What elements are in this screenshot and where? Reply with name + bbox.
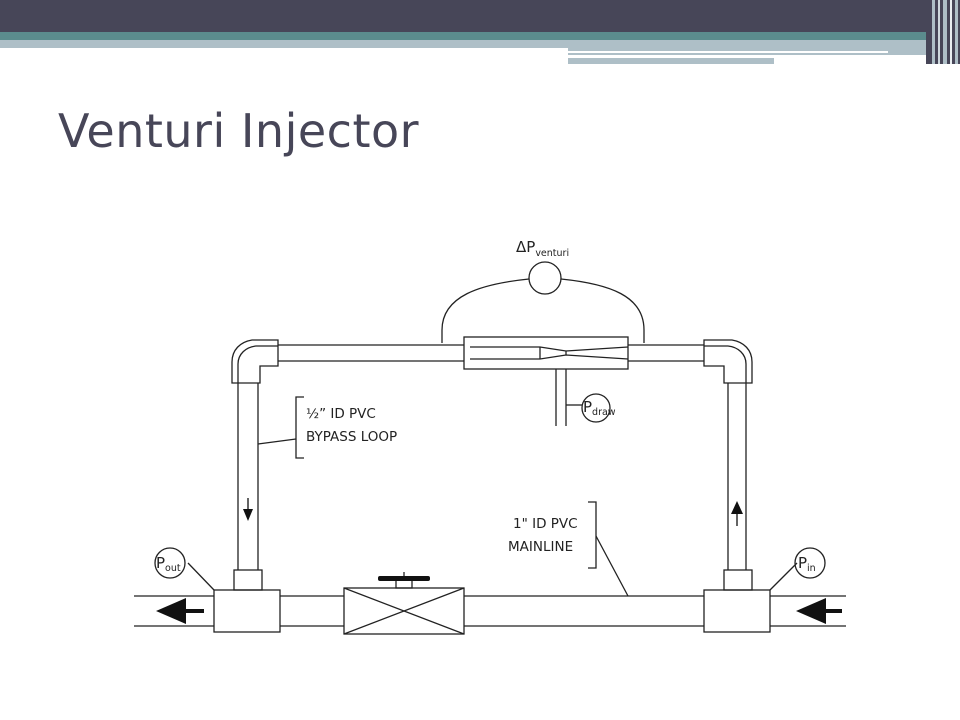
- bypass-label-line1: ½” ID PVC: [306, 406, 376, 422]
- p-out-gauge: [154, 547, 186, 579]
- left-tee: [213, 569, 281, 633]
- venturi-body: [463, 336, 629, 370]
- flow-arrow-out-shaft: [186, 609, 204, 613]
- mainline-label-line2: MAINLINE: [508, 539, 573, 555]
- header-accent-stripe: [0, 32, 960, 40]
- delta-p-venturi-label: ΔPventuri: [516, 238, 569, 259]
- header-accent-stripe-small: [568, 58, 774, 64]
- label-leaders: [257, 396, 629, 597]
- header-accent-highlight: [568, 51, 888, 53]
- flow-arrow-up-icon: [731, 501, 743, 514]
- delta-p-gauge: [528, 261, 562, 295]
- right-vertical-pipe: [727, 383, 747, 570]
- p-draw-label: Pdraw: [583, 398, 616, 418]
- p-out-label: Pout: [156, 554, 181, 574]
- flow-arrow-in-shaft: [826, 609, 842, 613]
- header-accent-stripe-light: [0, 40, 960, 48]
- right-tee: [703, 569, 771, 633]
- p-in-label: Pin: [798, 554, 816, 574]
- gauge-taps: [187, 562, 798, 591]
- header-bar: [0, 0, 960, 32]
- mainline-pipe: [134, 595, 846, 627]
- p-in-gauge: [794, 547, 826, 579]
- mainline-label-line1: 1" ID PVC: [513, 516, 578, 532]
- flow-arrow-out-icon: [156, 598, 186, 624]
- valve: [343, 572, 465, 635]
- bypass-label-line2: BYPASS LOOP: [306, 429, 397, 445]
- left-elbow: [231, 339, 279, 384]
- differential-gauge-tubing: [441, 261, 645, 343]
- top-bypass-pipe: [278, 344, 704, 362]
- valve-handle: [378, 576, 430, 581]
- corner-decoration: [926, 0, 960, 64]
- flow-arrow-in-icon: [796, 598, 826, 624]
- p-draw-gauge: [581, 393, 611, 423]
- right-elbow: [703, 339, 753, 384]
- left-vertical-pipe: [237, 383, 259, 570]
- draw-tube: [555, 369, 582, 426]
- slide-title: Venturi Injector: [58, 104, 420, 158]
- flow-arrow-down-icon: [243, 509, 253, 521]
